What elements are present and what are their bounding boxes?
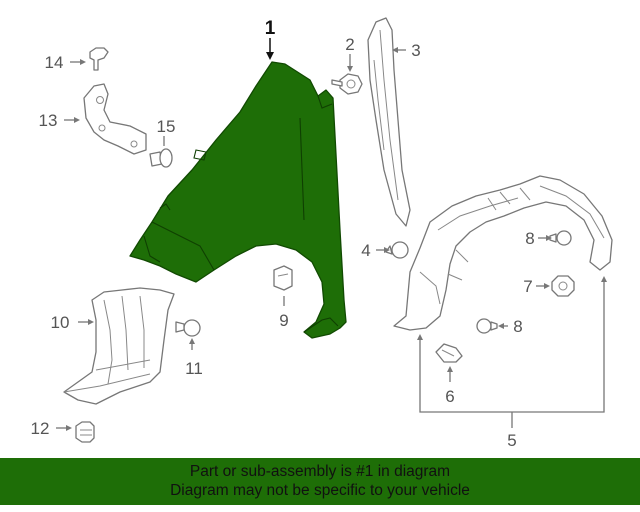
callout-14[interactable]: 14 (45, 53, 64, 72)
arrow-icon (266, 52, 274, 60)
arrow-icon (74, 117, 80, 123)
bolt-part-2[interactable] (331, 73, 363, 95)
arrow-icon (384, 247, 390, 253)
disclaimer-banner: Part or sub-assembly is #1 in diagram Di… (0, 458, 640, 505)
fender-part-1[interactable] (129, 61, 347, 339)
callout-6[interactable]: 6 (445, 387, 454, 406)
banner-line-1: Part or sub-assembly is #1 in diagram (189, 463, 451, 480)
arrow-icon (88, 319, 94, 325)
liner-part-5[interactable] (393, 175, 613, 331)
bracket-part-13[interactable] (83, 83, 147, 155)
callout-13[interactable]: 13 (39, 111, 58, 130)
callout-11[interactable]: 11 (185, 359, 203, 378)
callout-15[interactable]: 15 (157, 117, 176, 136)
callout-9[interactable]: 9 (279, 311, 288, 330)
callout-12[interactable]: 12 (31, 419, 50, 438)
arrow-icon (546, 235, 552, 241)
arrow-icon (417, 334, 423, 340)
retainer-part-14[interactable] (89, 47, 109, 71)
bolt-part-12[interactable] (75, 421, 95, 443)
clip-part-9[interactable] (273, 265, 293, 291)
screw-part-7[interactable] (551, 275, 575, 297)
pin-part-8-upper[interactable] (549, 230, 572, 246)
clip-part-6[interactable] (435, 343, 463, 363)
shield-part-10[interactable] (63, 287, 175, 405)
callout-8-upper[interactable]: 8 (525, 229, 534, 248)
callout-2[interactable]: 2 (345, 35, 354, 54)
banner-line-2: Diagram may not be specific to your vehi… (170, 482, 470, 499)
diagram-canvas: 1 2 3 4 5 6 (31, 17, 613, 450)
arrow-icon (66, 425, 72, 431)
pin-part-8-lower[interactable] (476, 318, 498, 334)
plug-part-15[interactable] (149, 148, 173, 168)
callout-8-lower[interactable]: 8 (513, 317, 522, 336)
arrow-icon (601, 276, 607, 282)
arrow-icon (347, 66, 353, 72)
callout-5[interactable]: 5 (507, 431, 516, 450)
arrow-icon (498, 323, 504, 329)
callout-1[interactable]: 1 (265, 18, 276, 39)
arrow-icon (392, 47, 398, 53)
seal-part-3[interactable] (367, 17, 411, 227)
arrow-icon (189, 338, 195, 344)
arrow-icon (447, 366, 453, 372)
callout-3[interactable]: 3 (411, 41, 420, 60)
arrow-icon (544, 283, 550, 289)
callout-4[interactable]: 4 (361, 241, 370, 260)
pin-part-11[interactable] (175, 319, 201, 337)
callout-7[interactable]: 7 (523, 277, 532, 296)
arrow-icon (80, 59, 86, 65)
callout-10[interactable]: 10 (51, 313, 70, 332)
